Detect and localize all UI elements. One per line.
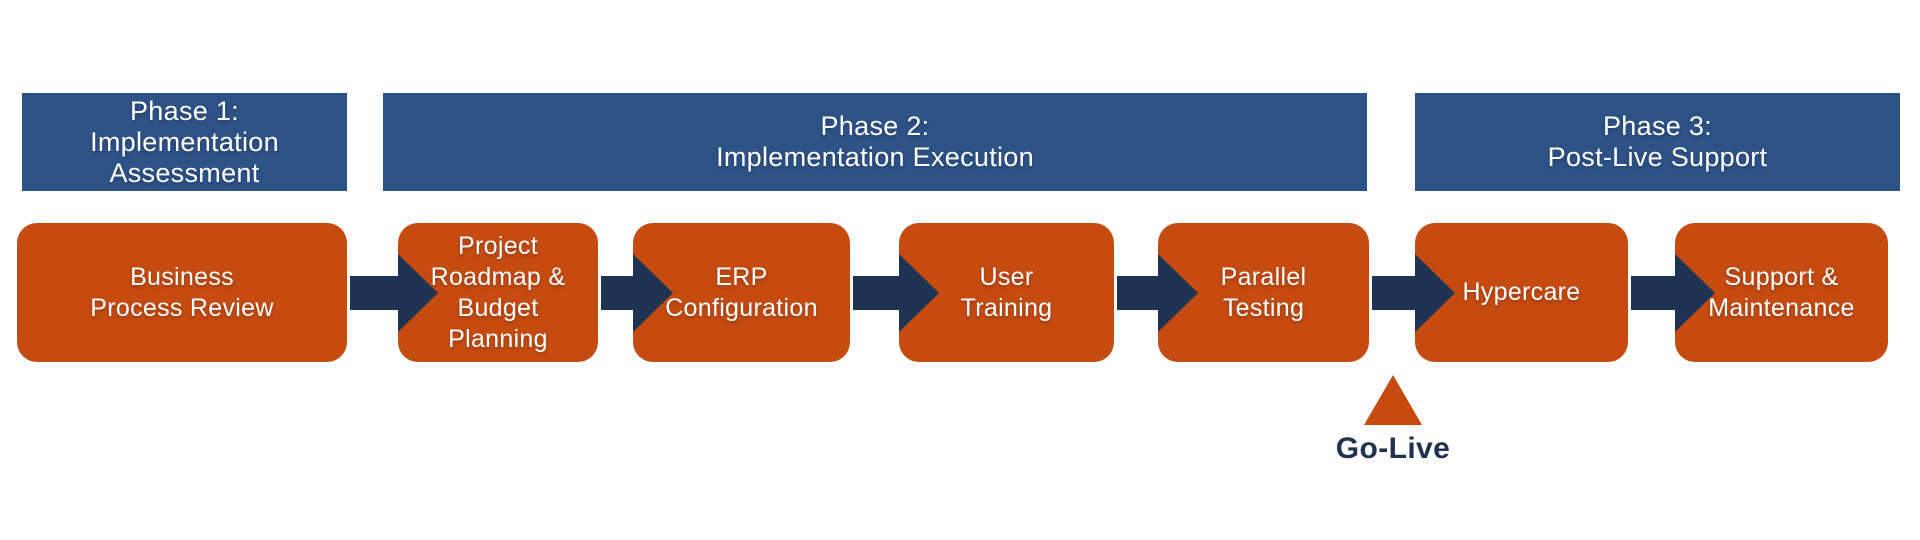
step-project-roadmap-budget-planning: Project Roadmap & Budget Planning	[398, 223, 598, 362]
phase2-header: Phase 2: Implementation Execution	[383, 93, 1367, 191]
arrow-head-icon	[1415, 254, 1455, 332]
arrow-shaft	[1372, 276, 1415, 310]
arrow-head-icon	[899, 254, 939, 332]
step-parallel-testing: Parallel Testing	[1158, 223, 1369, 362]
go-live-label: Go-Live	[1335, 432, 1451, 465]
phase1-label: Phase 1: Implementation Assessment	[90, 95, 279, 188]
triangle-up-icon	[1364, 375, 1422, 425]
arrow-head-icon	[1675, 254, 1715, 332]
step-label: Support & Maintenance	[1708, 262, 1855, 322]
phase2-label: Phase 2: Implementation Execution	[716, 111, 1034, 172]
step-label: Hypercare	[1462, 278, 1581, 306]
step-label: Project Roadmap & Budget Planning	[430, 231, 566, 353]
step-hypercare: Hypercare	[1415, 223, 1628, 362]
arrow-head-icon	[633, 254, 673, 332]
step-label: Parallel Testing	[1220, 262, 1307, 322]
arrow-shaft	[1117, 276, 1158, 310]
arrow-shaft	[1631, 276, 1675, 310]
step-support-maintenance: Support & Maintenance	[1675, 223, 1888, 362]
phase3-label: Phase 3: Post-Live Support	[1547, 111, 1768, 172]
step-label: Business Process Review	[90, 262, 274, 322]
phase3-header: Phase 3: Post-Live Support	[1415, 93, 1900, 191]
step-label: ERP Configuration	[665, 262, 818, 322]
step-business-process-review: Business Process Review	[17, 223, 347, 362]
step-label: User Training	[960, 262, 1053, 322]
phase1-header: Phase 1: Implementation Assessment	[22, 93, 347, 191]
arrow-head-icon	[398, 254, 438, 332]
arrow-head-icon	[1158, 254, 1198, 332]
arrow-shaft	[601, 276, 633, 310]
arrow-shaft	[350, 276, 398, 310]
step-erp-configuration: ERP Configuration	[633, 223, 850, 362]
arrow-shaft	[853, 276, 899, 310]
